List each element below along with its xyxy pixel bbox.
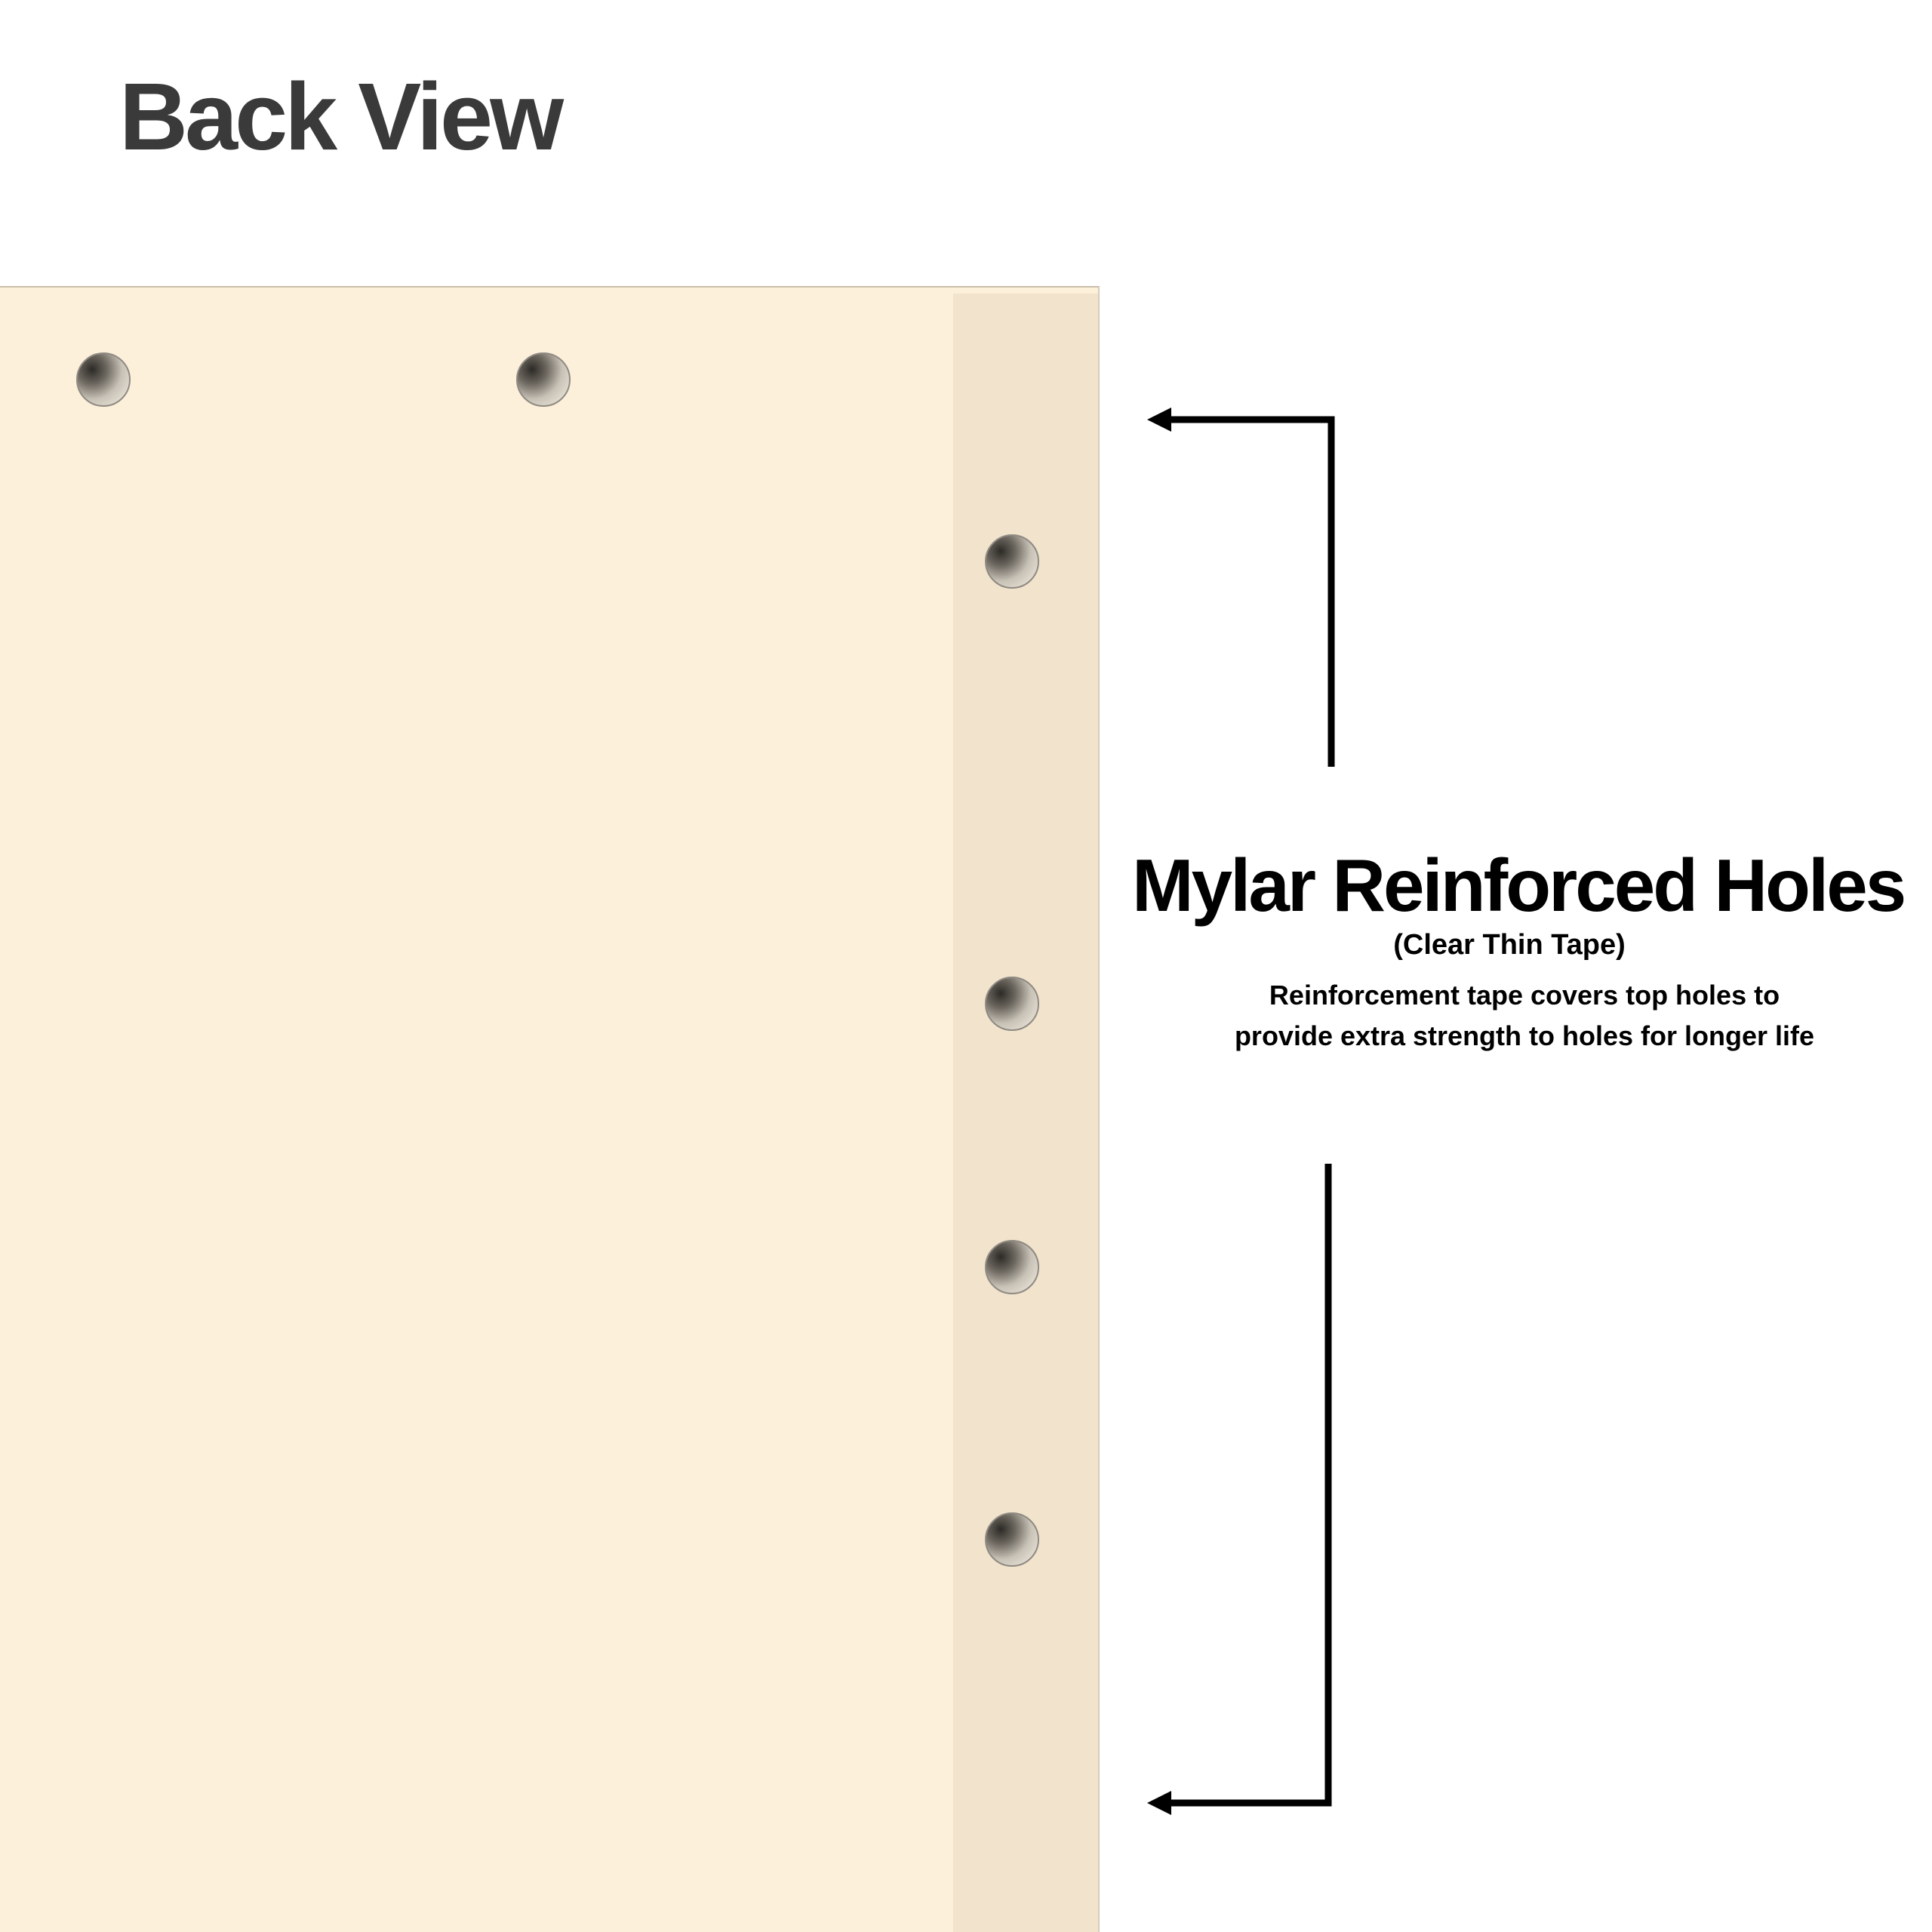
callout-description: Reinforcement tape covers top holes to p… <box>1177 975 1872 1057</box>
punched-hole-icon <box>985 1240 1039 1294</box>
callout-description-line: Reinforcement tape covers top holes to <box>1269 980 1780 1011</box>
file-folder-back <box>0 286 1100 1932</box>
punched-hole-icon <box>985 977 1039 1031</box>
upper-arrow <box>1147 408 1335 767</box>
punched-hole-icon <box>985 1512 1039 1567</box>
lower-arrow <box>1147 1164 1332 1815</box>
callout-title: Mylar Reinforced Holes <box>1132 844 1906 927</box>
punched-hole-icon <box>76 352 131 407</box>
arrowhead-left-icon <box>1147 1791 1171 1815</box>
callout-subtitle: (Clear Thin Tape) <box>1393 929 1626 961</box>
punched-hole-icon <box>985 534 1039 589</box>
callout-description-line: provide extra strength to holes for long… <box>1234 1020 1815 1051</box>
punched-hole-icon <box>516 352 571 407</box>
arrowhead-left-icon <box>1147 408 1171 432</box>
page-title: Back View <box>119 63 564 170</box>
